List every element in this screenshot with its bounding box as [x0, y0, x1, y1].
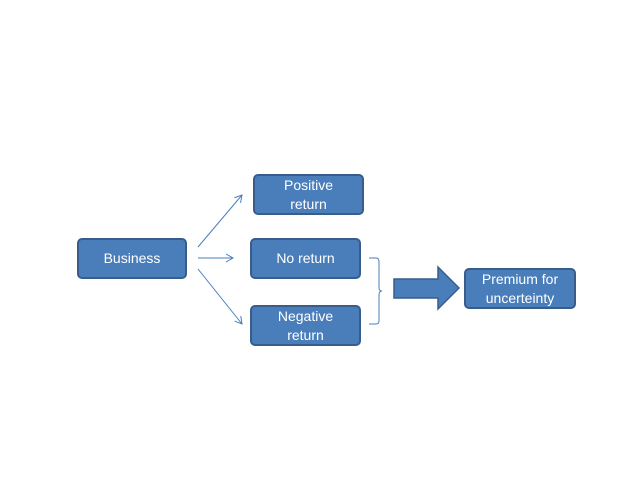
arrow-business-to-positive [197, 194, 243, 248]
node-positive-return: Positive return [253, 174, 364, 215]
block-arrow-to-premium [393, 265, 461, 311]
node-negative-return: Negative return [250, 305, 361, 346]
node-no-return: No return [250, 238, 361, 279]
grouping-bracket [369, 257, 383, 325]
arrow-business-to-negative [197, 268, 243, 325]
node-business: Business [77, 238, 187, 279]
node-premium-for-uncertainty: Premium for uncerteinty [464, 268, 576, 309]
